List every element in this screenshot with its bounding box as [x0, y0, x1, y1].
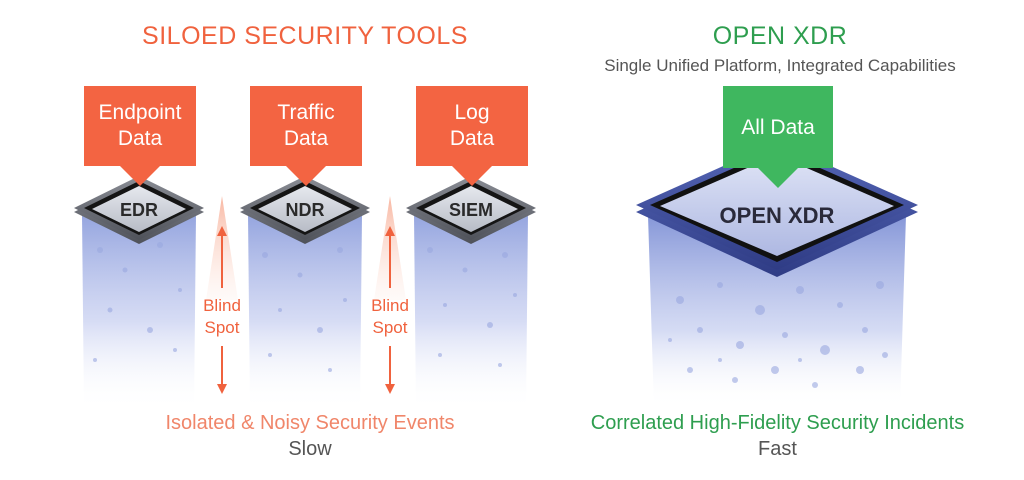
xdr-column	[648, 215, 906, 408]
traffic-data-line2: Data	[284, 127, 329, 150]
siem-column	[414, 214, 528, 410]
traffic-data-arrow: Traffic Data	[250, 86, 362, 186]
edr-label: EDR	[120, 200, 158, 220]
edr-box: EDR	[74, 176, 204, 244]
blind-spot-1-line2: Spot	[205, 318, 240, 337]
endpoint-data-line1: Endpoint	[99, 101, 182, 124]
ndr-label: NDR	[286, 200, 325, 220]
all-data-arrow: All Data	[723, 86, 833, 188]
open-xdr-box: OPEN XDR	[636, 142, 918, 277]
log-data-arrow: Log Data	[416, 86, 528, 186]
blind-spot-arrow-1	[217, 226, 227, 394]
siem-label: SIEM	[449, 200, 493, 220]
open-xdr-platform-label: OPEN XDR	[720, 203, 835, 228]
traffic-data-line1: Traffic	[277, 101, 334, 124]
edr-column	[82, 214, 196, 410]
blind-spot-2-line1: Blind	[371, 296, 409, 315]
log-data-line1: Log	[454, 101, 489, 124]
slow-label: Slow	[288, 438, 332, 460]
ndr-column	[248, 214, 362, 410]
siem-box: SIEM	[406, 176, 536, 244]
blind-spot-arrow-2	[385, 226, 395, 394]
endpoint-data-arrow: Endpoint Data	[84, 86, 196, 186]
blind-spot-2-line2: Spot	[373, 318, 408, 337]
fast-label: Fast	[758, 438, 797, 460]
open-xdr-subtitle: Single Unified Platform, Integrated Capa…	[604, 56, 956, 75]
blind-spot-1-line1: Blind	[203, 296, 241, 315]
correlated-incidents-caption: Correlated High-Fidelity Security Incide…	[590, 412, 965, 434]
isolated-events-caption: Isolated & Noisy Security Events	[165, 412, 455, 434]
ndr-box: NDR	[240, 176, 370, 244]
open-xdr-title: OPEN XDR	[712, 22, 848, 50]
endpoint-data-line2: Data	[118, 127, 163, 150]
data-particles	[93, 242, 888, 388]
all-data-label: All Data	[741, 116, 815, 139]
siloed-tools-title: SILOED SECURITY TOOLS	[142, 22, 468, 50]
log-data-line2: Data	[450, 127, 495, 150]
